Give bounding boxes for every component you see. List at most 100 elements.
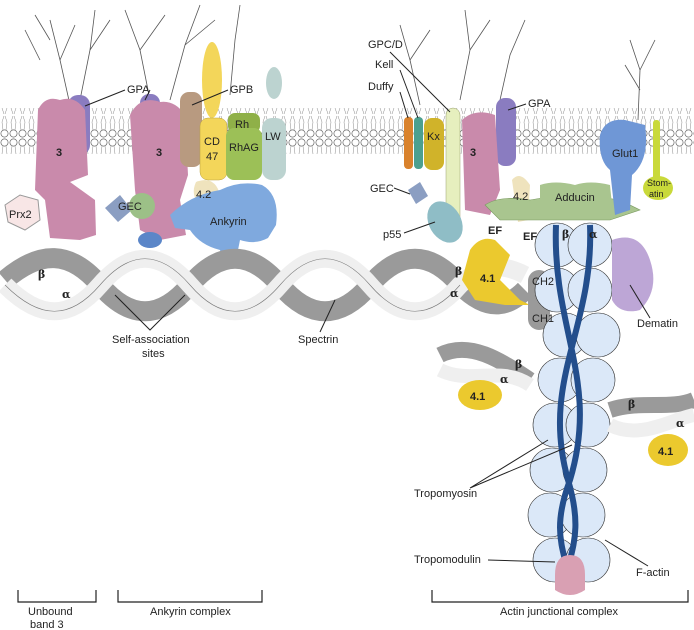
tropomyosin-label: Tropomyosin [414,488,477,500]
self-association-label: Self-association [112,334,190,346]
p55-protein [427,201,463,243]
adducin-label: Adducin [555,192,595,204]
ef-hand-label: EF [523,231,537,243]
alpha-label: α [62,288,71,301]
duffy-protein [404,117,413,169]
protein-4-1 [648,434,688,466]
adducin-head [540,182,612,205]
alpha-label: α [500,373,509,386]
rhag-label: RhAG [229,142,259,154]
self-association-label-2: sites [142,348,165,360]
kx-label: Kx [427,131,440,143]
dematin-label: Dematin [637,318,678,330]
cd47-label: CD [204,136,220,148]
unbound-band3-group: 3 Prx2 [4,95,96,240]
rhag-protein [226,128,262,180]
alpha-label: α [676,417,685,430]
ankyrin-binding-domain [138,232,162,248]
lw-stalk [266,67,282,99]
gpb-protein [180,92,202,167]
ch2-label: CH2 [532,276,554,288]
gec-label: GEC [118,201,142,213]
self-association-leader [114,294,186,331]
tropomyosin-leader [469,439,573,489]
factin-leader [604,539,649,567]
beta-label: β [628,398,635,411]
tropomodulin-label: Tropomodulin [414,554,481,566]
beta-label: β [38,268,45,281]
band3-label: 3 [470,147,476,159]
spectrin-alpha-strand [606,408,694,438]
gec-leader [393,187,411,195]
lw-protein [262,118,286,180]
band3-protein [462,112,500,215]
band3-label: 3 [156,147,162,159]
stomatin-protein [643,176,673,200]
cd47-stalk [202,42,222,118]
actin-complex-caption: Actin junctional complex [500,606,619,618]
gec-subunit [129,193,155,219]
ankyrin-protein [170,183,277,268]
cd47-protein [199,117,228,181]
ankyrin-label: Ankyrin [210,216,247,228]
adducin-alpha-label: α [589,228,598,241]
gpb-label: GPB [230,84,253,96]
gpa-leader [507,103,527,111]
lw-label: LW [265,131,281,143]
ef-hand-label: EF [488,225,502,237]
p55-label: p55 [383,229,401,241]
gec-label: GEC [370,183,394,195]
gpa-label: GPA [127,84,150,96]
kell-label: Kell [375,59,393,71]
lipid-bilayer [0,108,694,154]
tropomodulin-protein [555,555,585,595]
adducin-beta-label: β [562,228,569,241]
kx-protein [424,118,444,170]
glut1-protein [599,119,647,215]
protein-4-2-label: 4.2 [513,191,528,203]
gpa-label: GPA [528,98,551,110]
gpa-leader-line [84,89,126,107]
actin-junctional-complex: 3 Kx GPC/D Kell Duffy GPA Glut1 Stom- at… [368,39,694,595]
dematin-protein [612,237,654,312]
unbound-band3-caption-2: band 3 [30,619,64,630]
gpa-leader-line [144,89,151,101]
kell-protein [414,117,423,169]
duffy-label: Duffy [368,81,394,93]
gpcd-label: GPC/D [368,39,403,51]
gpcd-leader [389,51,451,113]
tropomyosin-strands [552,224,594,561]
protein-4-1-label: 4.1 [480,273,495,285]
beta-label: β [455,265,462,278]
gec-protein [105,195,132,222]
prx2-label: Prx2 [9,209,32,221]
spectrin-beta-strand [607,392,694,418]
gpa-protein [496,98,516,166]
factin-label: F-actin [636,567,670,579]
dematin-leader [629,284,651,319]
duffy-leader [399,91,409,119]
spectrin-label: Spectrin [298,334,338,346]
spectrin-tetramer: β α β α Self-association sites Spectrin [0,248,533,360]
spectrin-leader [319,299,336,333]
kell-leader [399,69,419,119]
protein-4-1-label: 4.1 [658,446,673,458]
stomatin-label: Stom- [647,178,671,188]
ankyrin-complex-caption: Ankyrin complex [150,606,231,618]
ch1-label: CH1 [532,313,554,325]
tropomodulin-leader [487,559,556,563]
protein-4-2-label: 4.2 [196,189,211,201]
alpha-label: α [450,287,459,300]
unbound-band3-caption: Unbound [28,606,73,618]
band3-protein [35,98,96,240]
stomatin-label-2: atin [649,189,664,199]
p55-leader [403,221,436,234]
prx2-protein [4,194,41,231]
rh-label: Rh [235,119,249,131]
glut1-label: Glut1 [612,148,638,160]
protein-4-1 [458,380,502,410]
beta-label: β [515,358,522,371]
gec-protein [408,182,428,204]
